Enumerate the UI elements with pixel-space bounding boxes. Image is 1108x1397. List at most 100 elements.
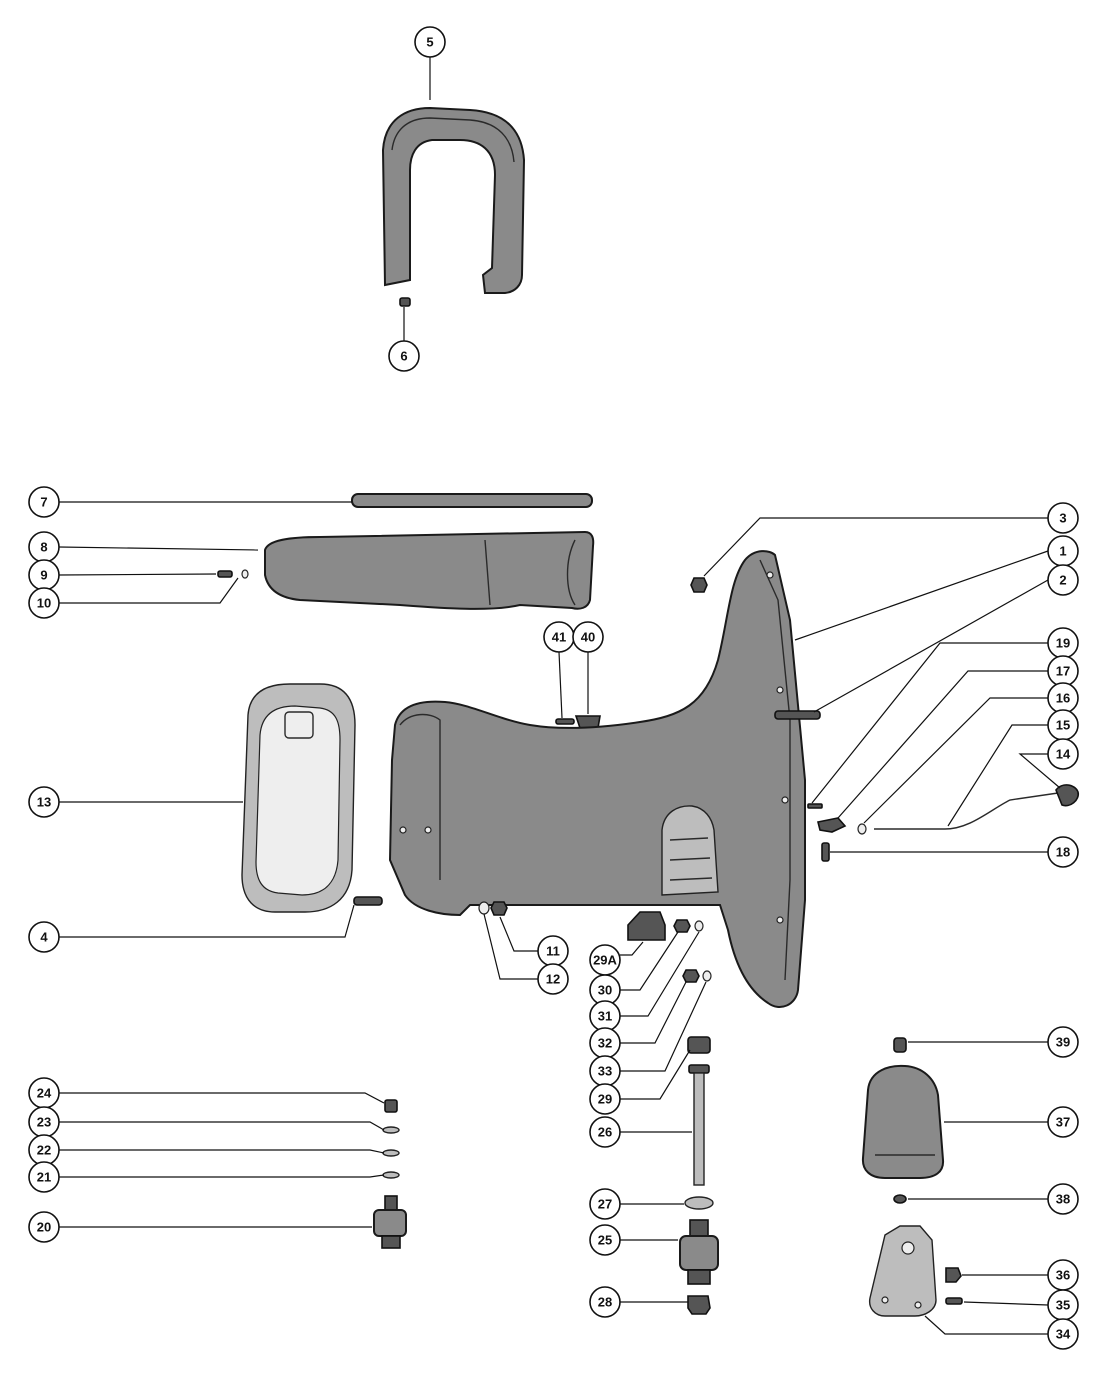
callout-16-label: 16 — [1056, 691, 1070, 706]
callout-36: 36 — [1047, 1259, 1079, 1291]
callout-4: 4 — [28, 921, 60, 953]
callout-18: 18 — [1047, 836, 1079, 868]
pickup-plate — [661, 805, 719, 896]
part-26-bolt — [688, 1064, 710, 1186]
part-24-nut — [384, 1099, 398, 1113]
part-2-stud — [774, 710, 821, 720]
callout-31: 31 — [589, 1000, 621, 1032]
callout-41: 41 — [543, 621, 575, 653]
part-7-tube — [351, 493, 593, 508]
callout-17: 17 — [1047, 655, 1079, 687]
part-5-shroud — [381, 106, 526, 294]
callout-23: 23 — [28, 1106, 60, 1138]
callout-8: 8 — [28, 531, 60, 563]
callout-29a: 29A — [589, 944, 621, 976]
callout-10: 10 — [28, 587, 60, 619]
part-21-washer — [382, 1171, 400, 1179]
callout-21-label: 21 — [37, 1170, 51, 1185]
callout-30-label: 30 — [598, 983, 612, 998]
part-30-nut — [673, 919, 691, 933]
callout-15-label: 15 — [1056, 718, 1070, 733]
part-28-nut — [687, 1295, 711, 1315]
part-23-washer — [382, 1126, 400, 1134]
callout-7: 7 — [28, 486, 60, 518]
callout-14-label: 14 — [1056, 747, 1071, 762]
part-3-nut — [690, 577, 708, 593]
part-4-stud — [353, 896, 383, 906]
callout-20: 20 — [28, 1211, 60, 1243]
part-20-mount — [373, 1195, 407, 1249]
part-10-washer — [241, 569, 249, 579]
callout-1: 1 — [1047, 535, 1079, 567]
callout-7-label: 7 — [40, 495, 47, 510]
callout-28-label: 28 — [598, 1295, 612, 1310]
callout-19: 19 — [1047, 627, 1079, 659]
part-25-mount — [679, 1219, 719, 1285]
callout-10-label: 10 — [37, 596, 51, 611]
callout-5-label: 5 — [426, 35, 433, 50]
callout-40-label: 40 — [581, 630, 595, 645]
callout-9: 9 — [28, 559, 60, 591]
callout-9-label: 9 — [40, 568, 47, 583]
callout-33-label: 33 — [598, 1064, 612, 1079]
callout-34-label: 34 — [1056, 1327, 1071, 1342]
callout-24: 24 — [28, 1077, 60, 1109]
callout-2-label: 2 — [1059, 573, 1066, 588]
part-33-washer — [702, 970, 712, 982]
callout-34: 34 — [1047, 1318, 1079, 1350]
callout-27: 27 — [589, 1188, 621, 1220]
callout-17-label: 17 — [1056, 664, 1070, 679]
part-15-rod — [874, 792, 1059, 830]
part-9-screw — [217, 570, 233, 578]
part-34-bracket — [868, 1225, 937, 1317]
part-14-knob — [1055, 784, 1080, 807]
callout-38: 38 — [1047, 1183, 1079, 1215]
callout-33: 33 — [589, 1055, 621, 1087]
part-1-drive-shaft-housing — [388, 550, 806, 1008]
callout-26: 26 — [589, 1116, 621, 1148]
part-6-screw — [399, 297, 411, 307]
callout-35: 35 — [1047, 1289, 1079, 1321]
callout-22-label: 22 — [37, 1143, 51, 1158]
callout-2: 2 — [1047, 564, 1079, 596]
callout-13: 13 — [28, 786, 60, 818]
part-35-screw — [945, 1297, 963, 1305]
part-27-washer — [684, 1196, 714, 1210]
callout-32-label: 32 — [598, 1036, 612, 1051]
callout-3-label: 3 — [1059, 511, 1066, 526]
callout-11-label: 11 — [546, 944, 560, 959]
callout-19-label: 19 — [1056, 636, 1070, 651]
callout-37-label: 37 — [1056, 1115, 1070, 1130]
callout-12-label: 12 — [546, 972, 560, 987]
part-39-screw — [893, 1037, 907, 1053]
callout-1-label: 1 — [1059, 544, 1066, 559]
callout-39: 39 — [1047, 1026, 1079, 1058]
callout-6-label: 6 — [400, 349, 407, 364]
part-19-pin — [807, 803, 823, 809]
callout-21: 21 — [28, 1161, 60, 1193]
callout-25-label: 25 — [598, 1233, 612, 1248]
part-41-screw — [555, 718, 575, 725]
callout-18-label: 18 — [1056, 845, 1070, 860]
part-13-gasket — [241, 683, 356, 913]
callout-23-label: 23 — [37, 1115, 51, 1130]
callout-14: 14 — [1047, 738, 1079, 770]
part-38-washer — [893, 1194, 907, 1204]
callout-13-label: 13 — [37, 795, 51, 810]
callout-24-label: 24 — [37, 1086, 52, 1101]
callout-4-label: 4 — [40, 930, 48, 945]
callout-41-label: 41 — [552, 630, 566, 645]
callout-39-label: 39 — [1056, 1035, 1070, 1050]
part-36-nut — [945, 1267, 962, 1283]
part-18-screw — [821, 842, 830, 862]
callout-29: 29 — [589, 1083, 621, 1115]
callout-16: 16 — [1047, 682, 1079, 714]
part-29-bushing — [687, 1036, 711, 1054]
part-32-nut — [682, 969, 700, 983]
callout-35-label: 35 — [1056, 1298, 1070, 1313]
callout-3: 3 — [1047, 502, 1079, 534]
leader-lines — [58, 57, 1061, 1335]
part-16-washer — [857, 823, 867, 835]
callout-28: 28 — [589, 1286, 621, 1318]
